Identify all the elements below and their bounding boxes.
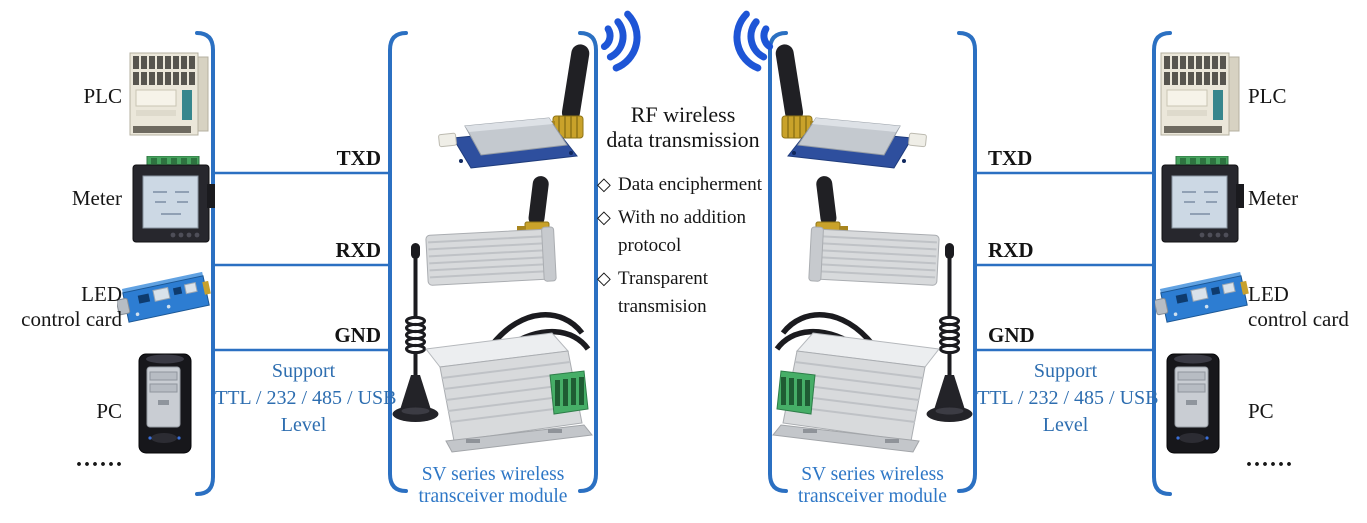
pcb-radio-module-image-left (437, 42, 592, 169)
pc-label-right: PC (1248, 399, 1274, 423)
led-card-label-right: LED control card (1248, 282, 1349, 331)
gnd-label-left: GND (334, 323, 381, 347)
pc-image-left (138, 353, 192, 454)
module-bracket-left-open (388, 31, 408, 493)
module-bracket-right-open (768, 31, 788, 493)
feature-text: Data encipherment (618, 174, 763, 195)
gnd-label-right: GND (988, 323, 1035, 347)
rxd-label-left: RXD (335, 238, 382, 262)
plc-label-right: PLC (1248, 84, 1287, 108)
feature-list: ◇ Data encipherment ◇ With no addition p… (597, 170, 777, 325)
plc-image-right (1160, 52, 1240, 136)
led-card-label-left: LED control card (21, 282, 122, 331)
led-card-image-left (117, 270, 214, 325)
device-bracket-left (195, 31, 215, 496)
support-note-right: Support TTL / 232 / 485 / USB Level (977, 360, 1159, 436)
pc-image-right (1166, 353, 1220, 454)
boxed-radio-module-image-right (768, 237, 973, 463)
txd-label-left: TXD (336, 146, 381, 170)
module-bracket-right-close (957, 31, 977, 493)
diamond-bullet-icon: ◇ (597, 207, 611, 227)
feature-text: With no addition (618, 207, 746, 228)
ellipsis-left: ...... (76, 446, 124, 472)
module-bracket-left-close (578, 31, 598, 493)
feature-text: Transparent (618, 268, 709, 289)
led-card-image-right (1155, 270, 1252, 325)
pc-label-left: PC (96, 399, 122, 423)
support-note-left: Support TTL / 232 / 485 / USB Level (215, 360, 397, 436)
wifi-waves-left-icon (593, 4, 641, 76)
ellipsis-right: ...... (1246, 446, 1294, 472)
feature-item: ◇ With no addition protocol (597, 203, 777, 260)
meter-image-right (1161, 156, 1244, 243)
feature-item: ◇ Data encipherment (597, 170, 777, 199)
device-bracket-right (1152, 31, 1172, 496)
meter-label-left: Meter (71, 186, 122, 210)
diamond-bullet-icon: ◇ (597, 174, 611, 194)
module-caption-left: SV series wireless transceiver module (418, 464, 568, 507)
rxd-label-right: RXD (988, 238, 1034, 262)
boxed-radio-module-image-left (392, 237, 597, 463)
plc-label-left: PLC (83, 84, 122, 108)
feature-item: ◇ Transparent transmision (597, 264, 777, 321)
feature-text: protocol (618, 235, 682, 256)
pcb-radio-module-image-right (773, 42, 928, 169)
module-caption-right: SV series wireless transceiver module (798, 464, 947, 507)
diagram-title: RF wireless data transmission (606, 102, 760, 152)
diamond-bullet-icon: ◇ (597, 268, 611, 288)
txd-label-right: TXD (988, 146, 1033, 170)
meter-label-right: Meter (1248, 186, 1299, 210)
plc-image-left (129, 52, 209, 136)
feature-text: transmision (618, 296, 707, 317)
meter-image-left (132, 156, 215, 243)
